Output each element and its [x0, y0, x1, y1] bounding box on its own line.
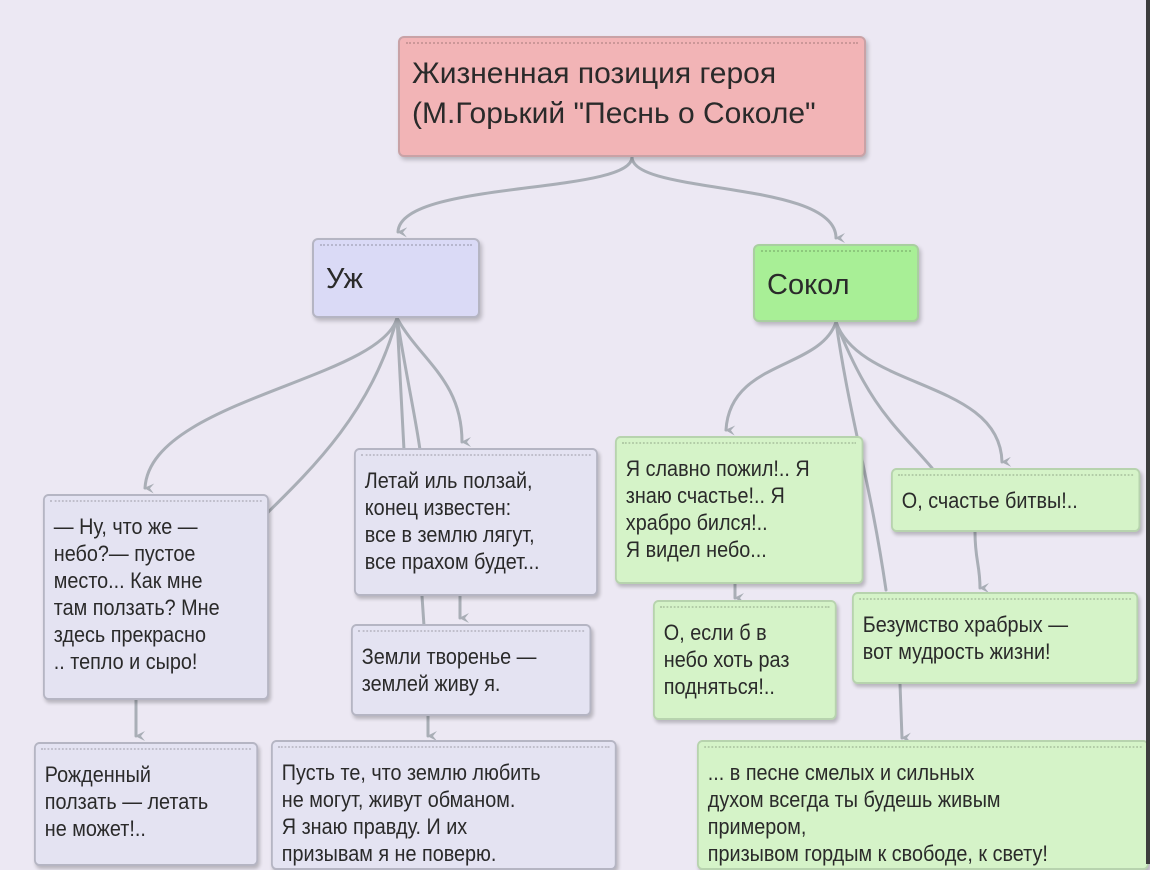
link-sokol-line-b	[834, 320, 934, 470]
link-green4-green5	[898, 682, 912, 743]
sokol-quote-rise-to-sky: О, если б в небо хоть раз подняться!..	[653, 600, 837, 720]
branch-node-uzh: Уж	[312, 238, 480, 318]
link-root-sokol	[630, 155, 846, 243]
slide-edge-strip	[1146, 0, 1150, 864]
uzh-quote-earth-creature: Земли творенье — землей живу я.	[351, 624, 591, 716]
uzh-quote-fly-or-crawl: Летай иль ползай, конец известен: все в …	[354, 448, 598, 596]
sokol-quote-lived-gloriously: Я славно пожил!.. Я знаю счастье!.. Я хр…	[615, 436, 863, 584]
link-uzh-line-a	[395, 316, 406, 452]
link-sgreen2-green4	[973, 530, 990, 593]
uzh-quote-born-to-crawl: Рожденный ползать — летать не может!..	[34, 742, 258, 866]
sokol-quote-joy-of-battle: О, счастье битвы!..	[891, 468, 1140, 532]
link-sokol-leaf1	[724, 320, 838, 436]
link-uzh-line-b	[395, 316, 422, 452]
uzh-quote-sky-empty: — Ну, что же — небо?— пустое место... Ка…	[43, 494, 269, 700]
link-root-uzh	[396, 155, 634, 238]
link-uzh-leaf1	[143, 316, 399, 494]
sokol-quote-song-of-brave: ... в песне смелых и сильных духом всегд…	[697, 740, 1149, 870]
link-sokol-leaf2	[834, 320, 1012, 467]
root-node-title: Жизненная позиция героя (М.Горький "Песн…	[398, 36, 866, 157]
link-uzh-leaf2-down	[420, 594, 426, 628]
uzh-quote-live-by-deception: Пусть те, что землю любить не могут, жив…	[271, 740, 617, 870]
link-uzh-leaf2	[395, 316, 472, 447]
branch-node-sokol: Сокол	[753, 244, 919, 322]
sokol-quote-madness-of-brave: Безумство храбрых — вот мудрость жизни!	[852, 592, 1138, 684]
